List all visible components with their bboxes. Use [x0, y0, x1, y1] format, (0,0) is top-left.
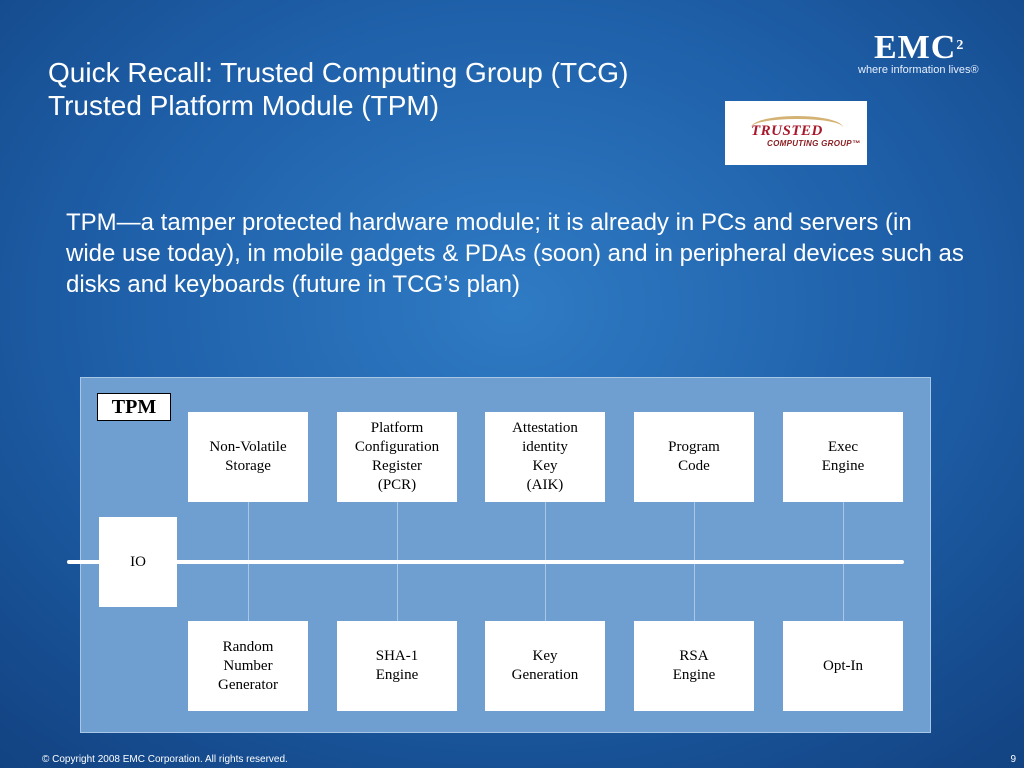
box-program-code: Program Code [634, 412, 754, 502]
tcg-logo: TRUSTED COMPUTING GROUP™ [725, 101, 867, 165]
io-box: IO [99, 517, 177, 607]
box-key-generation: Key Generation [485, 621, 605, 711]
box-exec-engine: Exec Engine [783, 412, 903, 502]
io-label: IO [130, 553, 146, 570]
slide-title-line2: Trusted Platform Module (TPM) [48, 90, 440, 121]
box-pcr: Platform Configuration Register (PCR) [337, 412, 457, 502]
io-bus-line [67, 560, 904, 564]
box-aik: Attestation identity Key (AIK) [485, 412, 605, 502]
tcg-logo-swoosh [751, 116, 843, 139]
emc-logo-sup: 2 [956, 38, 965, 53]
copyright-footer: © Copyright 2008 EMC Corporation. All ri… [42, 754, 288, 765]
tpm-label: TPM [97, 393, 171, 421]
page-number: 9 [1010, 754, 1016, 765]
box-rsa-engine: RSA Engine [634, 621, 754, 711]
emc-logo-tagline: where information lives® [858, 64, 979, 76]
tcg-logo-line2: COMPUTING GROUP™ [767, 139, 861, 148]
box-non-volatile-storage: Non-Volatile Storage [188, 412, 308, 502]
body-text: TPM—a tamper protected hardware module; … [66, 209, 964, 298]
tcg-logo-line1: TRUSTED [751, 123, 823, 139]
emc-logo-word: EMC [874, 29, 957, 66]
slide-title-line1: Quick Recall: Trusted Computing Group (T… [48, 57, 629, 88]
box-opt-in: Opt-In [783, 621, 903, 711]
box-sha1-engine: SHA-1 Engine [337, 621, 457, 711]
box-random-number-generator: Random Number Generator [188, 621, 308, 711]
emc-logo: EMC2 where information lives® [858, 29, 988, 77]
slide-title: Quick Recall: Trusted Computing Group (T… [48, 56, 628, 122]
